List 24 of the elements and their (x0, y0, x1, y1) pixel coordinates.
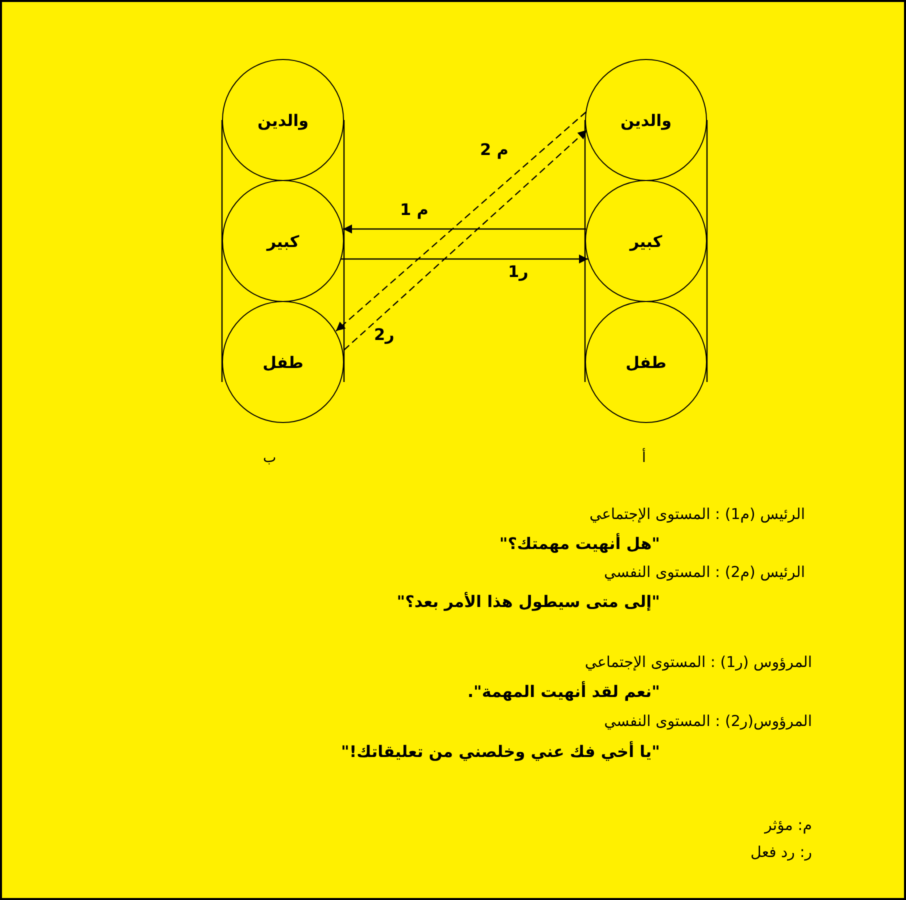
circle: طفل (222, 301, 344, 423)
edge-label: م 2 (478, 140, 510, 159)
arrow (344, 130, 588, 350)
quote-text: "إلى متى سيطول هذا الأمر بعد؟" (396, 592, 660, 611)
circle: كبير (222, 180, 344, 302)
level-text: المرؤوس(ر2) : المستوى النفسي (604, 712, 812, 730)
circle: والدين (585, 59, 707, 181)
level-text: المرؤوس (ر1) : المستوى الإجتماعي (584, 653, 812, 671)
quote-text: "هل أنهيت مهمتك؟" (499, 534, 660, 553)
circle: كبير (585, 180, 707, 302)
edge-label: ر2 (372, 325, 396, 344)
arrow (343, 224, 586, 234)
key-text: ر: رد فعل (750, 843, 812, 861)
column-label: ب (263, 450, 276, 466)
arrow (341, 254, 588, 264)
column-label: أ (642, 450, 646, 466)
key-text: م: مؤثر (764, 816, 812, 834)
arrow (336, 112, 586, 332)
level-text: الرئيس (م2) : المستوى النفسي (604, 563, 805, 581)
circle: طفل (585, 301, 707, 423)
quote-text: "نعم لقد أنهيت المهمة". (467, 682, 660, 701)
circle: والدين (222, 59, 344, 181)
level-text: الرئيس (م1) : المستوى الإجتماعي (589, 505, 805, 523)
quote-text: "يا أخي فك عني وخلصني من تعليقاتك!" (341, 742, 660, 761)
